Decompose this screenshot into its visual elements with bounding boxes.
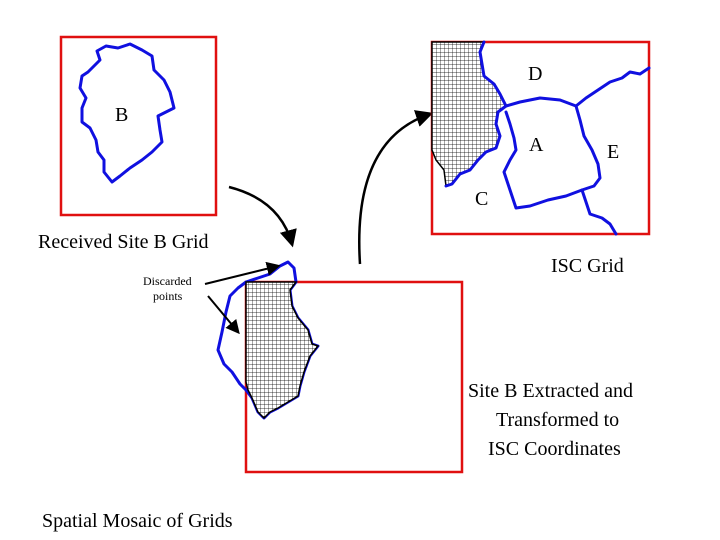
arrow-mosaic-to-isc — [358, 110, 434, 265]
extracted-label-line2: Transformed to — [496, 409, 619, 431]
isc-boundary-left — [444, 40, 508, 188]
isc-hatched-region — [431, 41, 507, 188]
received-grid-frame — [59, 35, 218, 217]
region-a-label: A — [529, 134, 544, 156]
region-e-label: E — [607, 141, 619, 163]
extracted-grid-hatch — [245, 281, 320, 420]
isc-boundary-bottom — [580, 188, 618, 236]
discarded-label-line1: Discarded — [143, 274, 192, 288]
isc-boundary-top-right — [574, 66, 651, 108]
received-site-b-panel: B Received Site B Grid — [38, 35, 218, 253]
received-grid-label: Received Site B Grid — [38, 231, 209, 253]
region-b-label: B — [115, 104, 128, 126]
extracted-label-line1: Site B Extracted and — [468, 380, 633, 402]
isc-grid-label: ISC Grid — [551, 255, 624, 277]
arrow-discarded-upper — [204, 261, 281, 285]
diagram-caption: Spatial Mosaic of Grids — [42, 510, 233, 532]
region-d-label: D — [528, 63, 542, 85]
extracted-site-b-panel: Discarded points Site B Extracted and Tr… — [143, 260, 633, 474]
extracted-label-line3: ISC Coordinates — [488, 438, 621, 460]
arrow-discarded-lower — [207, 295, 240, 335]
discarded-label-line2: points — [153, 289, 183, 303]
isc-boundary-region-a — [502, 96, 602, 210]
isc-grid-panel: D A E C ISC Grid — [430, 40, 651, 277]
region-c-label: C — [475, 188, 488, 210]
arrow-received-to-mosaic — [228, 185, 297, 248]
site-b-boundary — [78, 42, 176, 184]
